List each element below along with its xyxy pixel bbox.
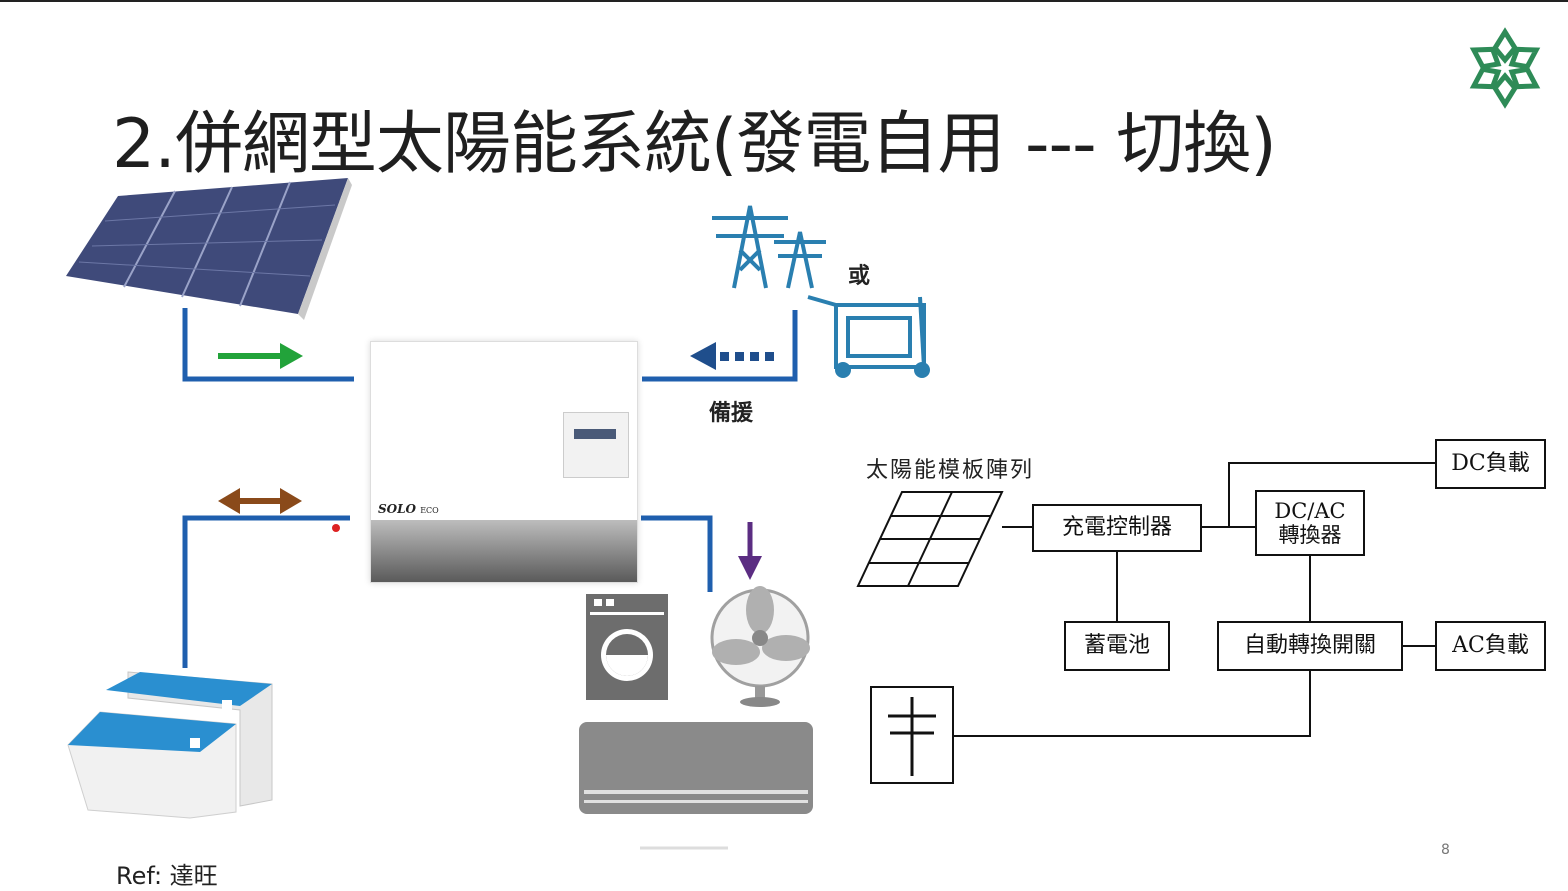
ac-load-box: AC負載 <box>1435 621 1546 671</box>
utility-grid-symbol-icon <box>870 686 954 784</box>
electric-fan-icon <box>710 586 810 707</box>
solar-panel-icon <box>66 178 352 320</box>
solar-array-label: 太陽能模板陣列 <box>866 458 1035 483</box>
or-label: 或 <box>848 264 871 289</box>
inverter-brand-label: SOLO ECO <box>378 502 439 516</box>
washing-machine-icon <box>586 594 668 700</box>
inverter-control-panel <box>563 412 629 478</box>
backup-label: 備援 <box>709 401 754 426</box>
charge-controller-box: 充電控制器 <box>1032 504 1202 552</box>
top-border <box>0 0 1568 2</box>
pointer-dot <box>332 524 340 532</box>
dc-load-box: DC負載 <box>1435 439 1546 489</box>
transmission-tower-icon <box>712 205 826 289</box>
solar-flow-arrow-icon <box>218 343 303 369</box>
solar-array-grid-icon <box>856 491 1004 587</box>
inverter-display <box>574 429 616 439</box>
inverter-base <box>371 520 637 582</box>
solo-eco-inverter: SOLO ECO <box>370 341 638 583</box>
dcac-converter-box: DC/AC 轉換器 <box>1255 490 1365 556</box>
automatic-transfer-switch-box: 自動轉換開關 <box>1217 621 1403 671</box>
generator-icon <box>807 295 930 378</box>
battery-bidirectional-arrow-icon <box>218 488 302 514</box>
battery-box: 蓄電池 <box>1064 621 1170 671</box>
block-diagram-lines <box>953 462 1436 737</box>
page-number: 8 <box>1441 842 1450 858</box>
wiring <box>182 308 798 668</box>
battery-bank-icon <box>67 671 273 819</box>
grid-backup-arrow-icon <box>690 342 774 370</box>
reference-label: Ref: 達旺 <box>116 862 218 890</box>
slide-title: 2.併網型太陽能系統(發電自用 --- 切換) <box>112 105 1277 184</box>
snowflake-logo-icon <box>1469 27 1541 109</box>
load-down-arrow-icon <box>738 522 762 580</box>
air-conditioner-icon <box>579 722 813 814</box>
